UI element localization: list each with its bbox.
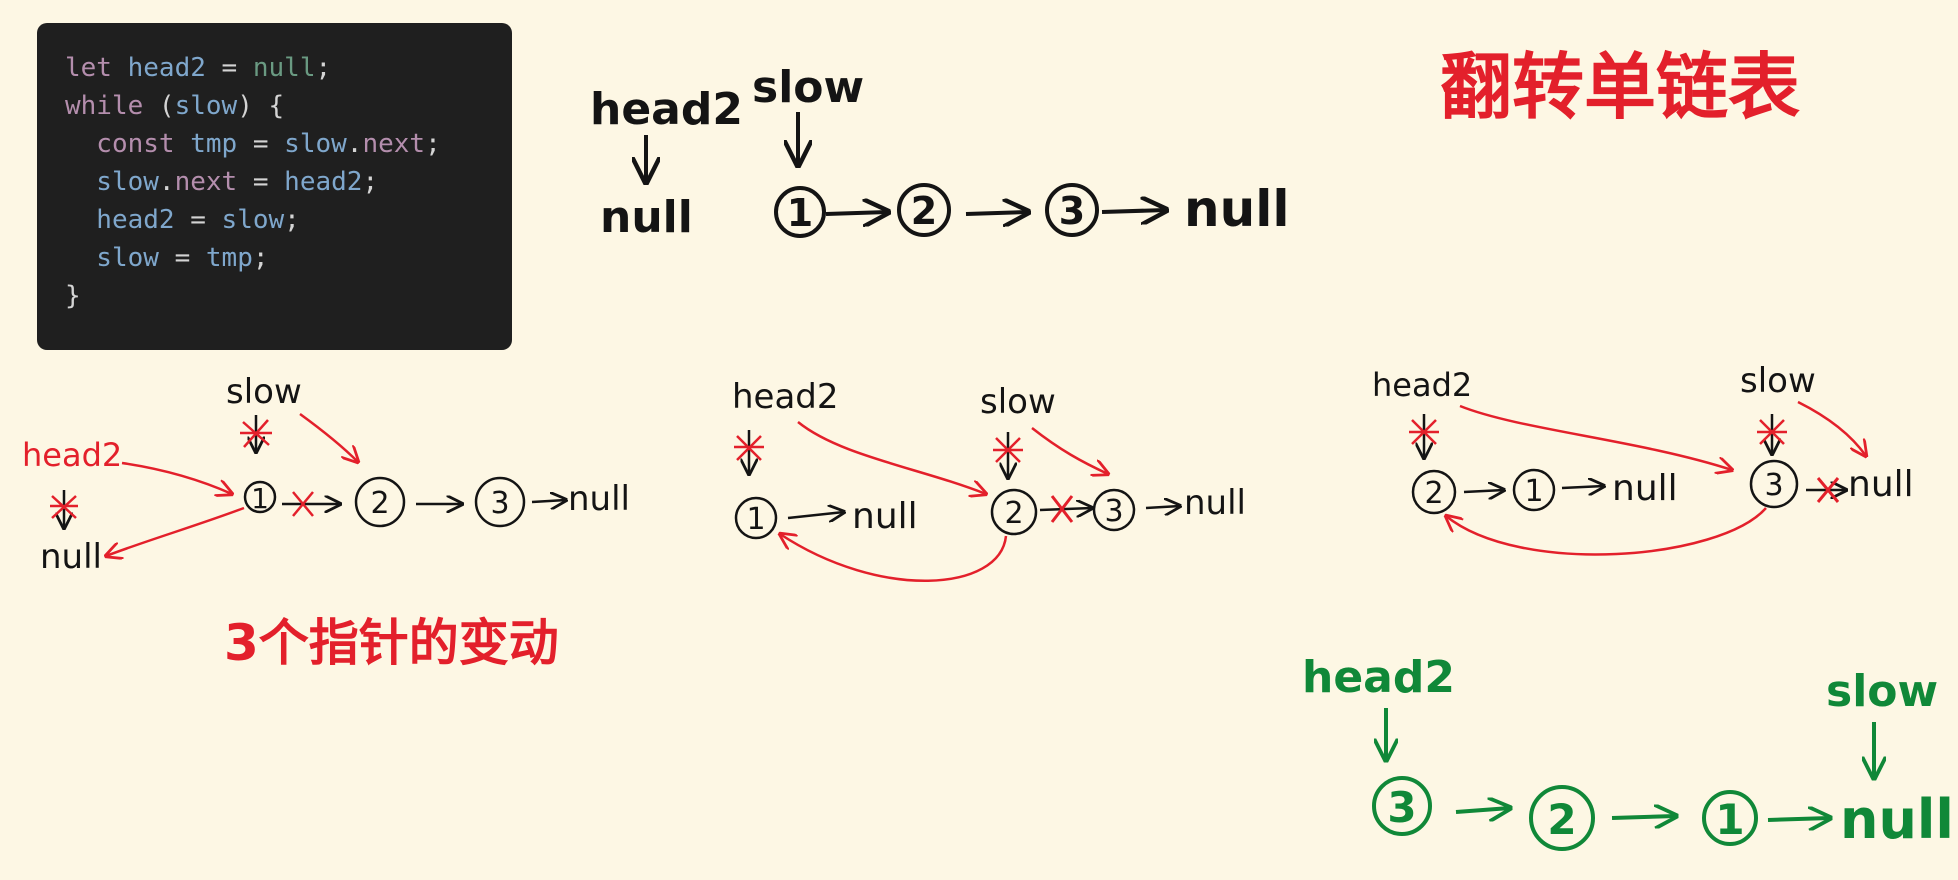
node-2 (354, 476, 406, 528)
null-label: null (1612, 468, 1678, 509)
node-2 (897, 183, 951, 237)
null-label: null (1184, 483, 1246, 523)
code-line: } (65, 277, 512, 315)
head2-label: head2 (22, 436, 122, 474)
node-1 (774, 186, 826, 238)
code-line: while (slow) { (65, 87, 512, 125)
code-line: slow = tmp; (65, 239, 512, 277)
null-label: null (568, 479, 630, 519)
node-1-label: 1 (746, 502, 765, 537)
final-state: head2 slow 3 2 1 null (1302, 652, 1954, 851)
code-token: slow (221, 205, 285, 235)
code-token: slow (65, 167, 159, 197)
code-token: head2 (127, 53, 206, 83)
code-token: ; (425, 129, 441, 159)
code-lines: let head2 = null;while (slow) { const tm… (65, 49, 512, 315)
step-2: head2 1 null slow 2 3 null (732, 377, 1246, 582)
step-1: slow head2 null 1 2 3 null (22, 372, 630, 577)
code-token: let (65, 53, 128, 83)
code-token: tmp (205, 243, 253, 273)
code-token: . (346, 129, 363, 159)
diagram-title: 翻转单链表 (1440, 45, 1800, 129)
slow-label: slow (226, 372, 302, 412)
code-token: = (174, 205, 222, 235)
node-1 (1702, 790, 1758, 846)
node-3-label: 3 (1387, 783, 1416, 832)
code-token: ; (315, 53, 332, 83)
code-token: . (158, 167, 175, 197)
code-token: = (237, 167, 285, 197)
null-label: null (1848, 464, 1914, 505)
node-2-label: 2 (370, 486, 389, 521)
node-1 (243, 480, 277, 514)
code-token: = (158, 243, 206, 273)
node-2-label: 2 (1424, 476, 1443, 511)
step-3: head2 2 1 null slow 3 null (1372, 361, 1914, 556)
node-3-label: 3 (490, 486, 509, 521)
node-1-label: 1 (1715, 795, 1744, 844)
initial-state: head2 null slow 1 2 3 null (590, 62, 1289, 243)
diagram-subtitle: 3个指针的变动 (224, 614, 559, 672)
code-token: tmp (190, 129, 238, 159)
head2-label: head2 (732, 377, 839, 417)
node-2 (1411, 469, 1457, 515)
null-label: null (1184, 180, 1289, 238)
code-block: let head2 = null;while (slow) { const tm… (37, 23, 512, 350)
node-1-label: 1 (1524, 474, 1543, 509)
code-token: slow (174, 91, 238, 121)
head2-label: head2 (1302, 652, 1455, 703)
node-1-label: 1 (787, 191, 813, 235)
code-token: next (174, 167, 238, 197)
code-token: = (205, 53, 253, 83)
code-token: = (237, 129, 285, 159)
code-token: ; (284, 205, 300, 235)
node-1 (1512, 468, 1556, 512)
slow-label: slow (980, 382, 1056, 422)
null-label: null (1840, 788, 1954, 851)
head2-label: head2 (590, 84, 743, 135)
code-token: next (362, 129, 426, 159)
code-token: ; (252, 243, 269, 273)
node-3 (1749, 459, 1799, 509)
node-2 (990, 488, 1038, 536)
null-label: null (852, 496, 918, 537)
node-2-label: 2 (1547, 795, 1576, 844)
slow-label: slow (752, 62, 864, 113)
node-2-label: 2 (1004, 496, 1023, 531)
node-3-label: 3 (1059, 189, 1085, 233)
code-token: head2 (65, 205, 175, 235)
code-line: let head2 = null; (65, 49, 512, 87)
null-label: null (40, 537, 102, 577)
code-line: const tmp = slow.next; (65, 125, 512, 163)
node-3 (1372, 776, 1432, 836)
node-3 (1045, 183, 1099, 237)
code-token: ; (362, 167, 379, 197)
null-label: null (600, 192, 693, 243)
node-3-label: 3 (1764, 468, 1783, 503)
code-token: } (65, 281, 81, 311)
code-token: ( (158, 91, 175, 121)
slow-label: slow (1826, 666, 1938, 717)
head2-label: head2 (1372, 366, 1472, 404)
node-1-label: 1 (251, 482, 269, 515)
code-token: slow (284, 129, 347, 159)
node-1 (734, 496, 778, 540)
code-token: slow (65, 243, 159, 273)
node-3 (474, 476, 526, 528)
code-line: slow.next = head2; (65, 163, 512, 201)
code-token: null (252, 53, 316, 83)
node-3-label: 3 (1104, 494, 1123, 529)
node-2-label: 2 (911, 189, 937, 233)
code-token: ) { (237, 91, 285, 121)
node-3 (1092, 488, 1136, 532)
code-token: while (65, 91, 159, 121)
code-token: head2 (284, 167, 363, 197)
code-line: head2 = slow; (65, 201, 512, 239)
node-2 (1529, 785, 1595, 851)
code-token: const (65, 129, 191, 159)
slow-label: slow (1740, 361, 1816, 401)
